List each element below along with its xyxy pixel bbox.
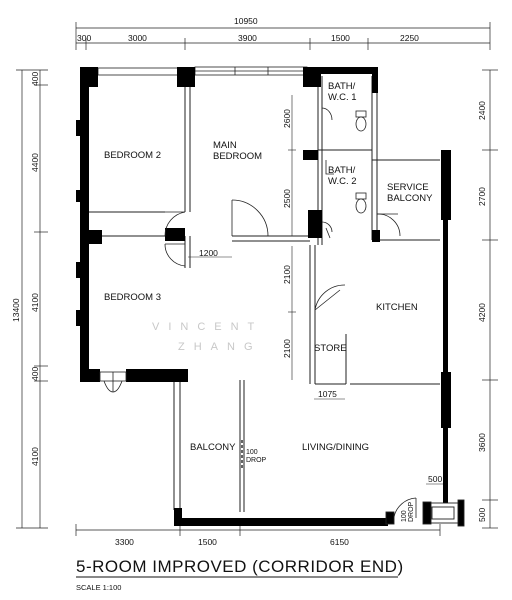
bottom-dim-1500: 1500: [198, 537, 217, 547]
top-dimension-lines: [75, 22, 491, 50]
right-dimension-text: 2400 2700 4200 3600 500: [477, 101, 487, 522]
dim-500-ledge: 500: [428, 474, 442, 484]
right-dim-500: 500: [477, 508, 487, 522]
ledge-drop-label: DROP: [408, 501, 415, 522]
top-dim-3900: 3900: [238, 33, 257, 43]
room-bath2-line1: BATH/: [328, 165, 356, 176]
room-service-balcony-line2: BALCONY: [387, 193, 433, 204]
room-kitchen: KITCHEN: [376, 302, 418, 313]
plan-scale: SCALE 1:100: [76, 583, 121, 592]
right-dim-4200: 4200: [477, 303, 487, 322]
room-bedroom2: BEDROOM 2: [104, 150, 161, 161]
left-dim-400-top: 400: [30, 72, 40, 86]
structural-walls: [76, 67, 451, 526]
ledge-drop-value: 100: [401, 510, 408, 522]
left-dimension-text: 13400 400 4400 4100 400 4100: [11, 72, 40, 466]
right-dim-3600: 3600: [477, 433, 487, 452]
top-dimension-text: 10950 300 3000 3900 1500 2250: [77, 16, 419, 43]
left-dim-4400: 4400: [30, 153, 40, 172]
room-living-dining: LIVING/DINING: [302, 442, 369, 453]
room-main-bedroom-line2: BEDROOM: [213, 151, 262, 162]
bottom-dimension-text: 3300 1500 6150: [115, 537, 349, 547]
left-dim-400-mid: 400: [30, 367, 40, 381]
watermark-line2: ZHANG: [178, 341, 262, 353]
dim-2500: 2500: [282, 189, 292, 208]
dim-2100-upper: 2100: [282, 265, 292, 284]
toilet-fixtures: [355, 110, 367, 214]
sink-marks: [325, 160, 334, 239]
room-main-bedroom-line1: MAIN: [213, 140, 237, 151]
room-bedroom3: BEDROOM 3: [104, 292, 161, 303]
dim-2100-lower: 2100: [282, 339, 292, 358]
room-bath2-line2: W.C. 2: [328, 176, 357, 187]
left-dim-4100: 4100: [30, 293, 40, 312]
door-swings: [164, 107, 417, 518]
watermark-line1: VINCENT: [152, 321, 263, 333]
main-bedroom-window: [194, 66, 308, 76]
balcony-drop-label: DROP: [246, 457, 267, 464]
top-dim-3000: 3000: [128, 33, 147, 43]
room-store: STORE: [314, 343, 347, 354]
dim-1200: 1200: [199, 248, 218, 258]
right-dim-2400: 2400: [477, 101, 487, 120]
room-service-balcony-line1: SERVICE: [387, 182, 429, 193]
overall-height-label: 13400: [11, 298, 21, 322]
top-dim-1500: 1500: [331, 33, 350, 43]
right-dim-2700: 2700: [477, 187, 487, 206]
balcony-drop-value: 100: [246, 449, 258, 456]
watermark: VINCENT ZHANG: [152, 321, 263, 353]
interior-thin-walls: [88, 76, 440, 512]
left-dimension-lines: [16, 69, 48, 529]
bottom-dim-6150: 6150: [330, 537, 349, 547]
room-bath1-line1: BATH/: [328, 81, 356, 92]
plan-title: 5-ROOM IMPROVED (CORRIDOR END): [76, 557, 404, 576]
bedroom2-window: [97, 67, 179, 76]
ac-ledge: [385, 499, 465, 527]
room-balcony: BALCONY: [190, 442, 236, 453]
internal-dimension-text: 2600 2500 1200 2100 2100 1075 500: [199, 109, 442, 484]
dim-2600: 2600: [282, 109, 292, 128]
room-bath1-line2: W.C. 1: [328, 92, 357, 103]
left-dim-4100-bottom: 4100: [30, 447, 40, 466]
bedroom3-door: [99, 371, 127, 393]
drop-notes: 100 DROP 100 DROP: [246, 449, 415, 522]
room-labels: BEDROOM 2 MAIN BEDROOM BATH/ W.C. 1 BATH…: [104, 81, 433, 453]
bottom-dim-3300: 3300: [115, 537, 134, 547]
overall-width-label: 10950: [234, 16, 258, 26]
top-dim-2250: 2250: [400, 33, 419, 43]
right-dimension-lines: [482, 69, 498, 529]
dim-1075: 1075: [318, 389, 337, 399]
top-dim-300: 300: [77, 33, 91, 43]
internal-dimension-lines: [188, 95, 444, 485]
